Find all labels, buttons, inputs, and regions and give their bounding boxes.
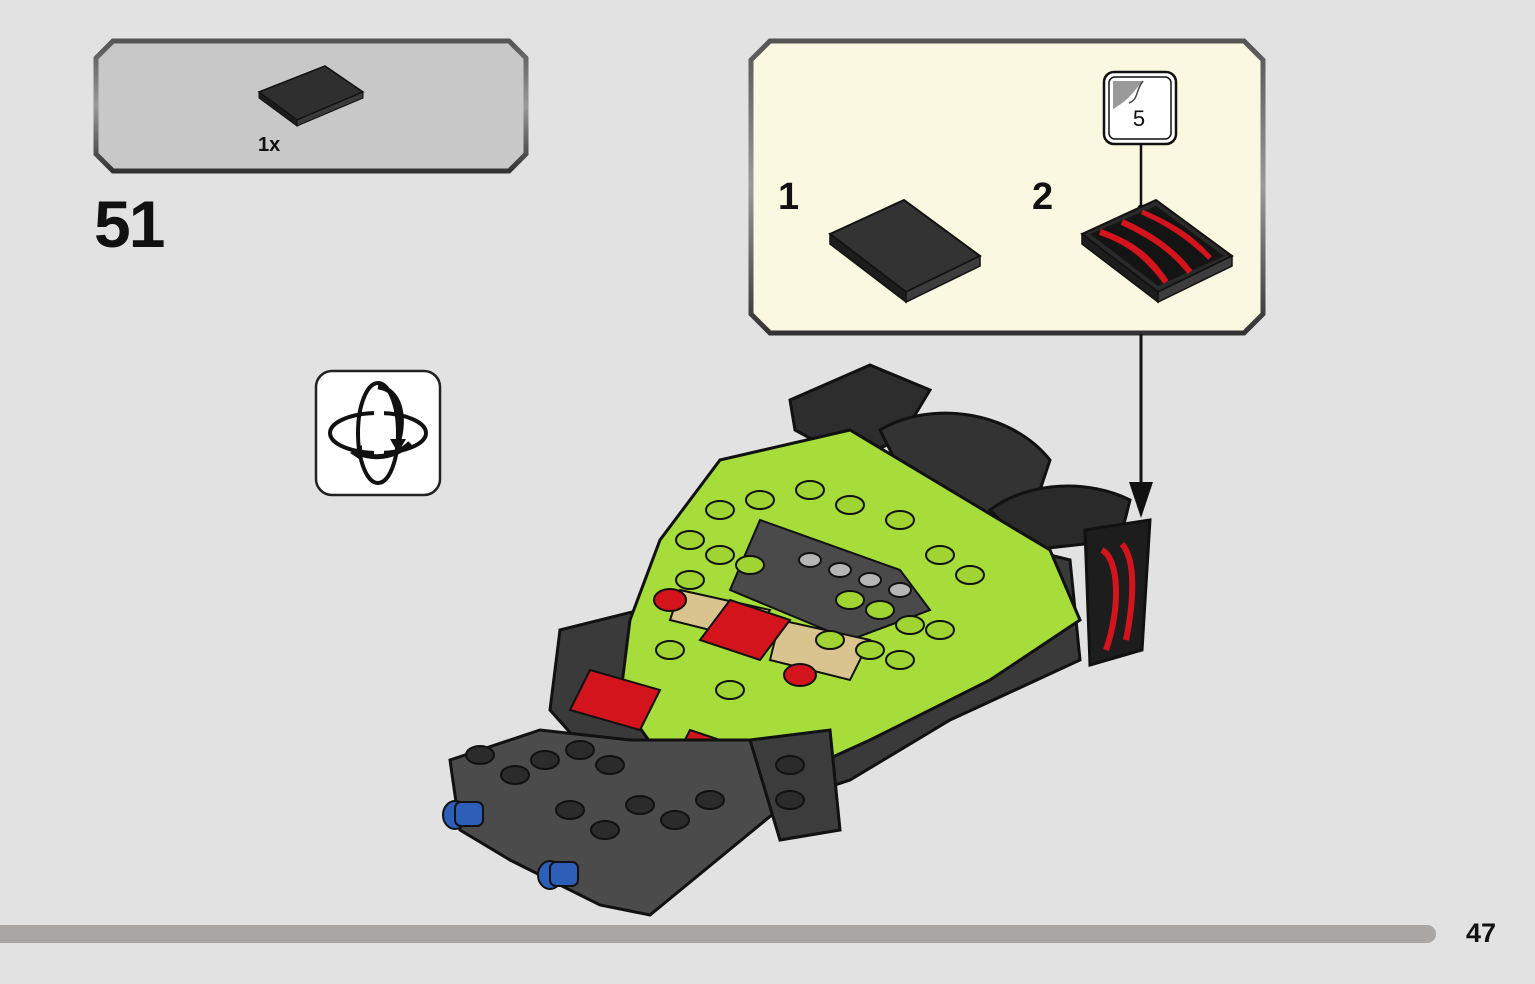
rotate-model-icon	[314, 369, 442, 497]
part-quantity-label: 1x	[258, 134, 281, 156]
substep-number-1: 1	[778, 176, 800, 218]
substep-2-stickered-tile-icon	[1080, 198, 1234, 304]
sticker-number: 5	[1132, 106, 1146, 131]
car-model-illustration	[442, 363, 1152, 917]
step-number: 51	[94, 187, 165, 261]
placement-arrow	[1129, 334, 1153, 518]
sticker-reference-icon	[1102, 70, 1178, 146]
substep-number-2: 2	[1032, 176, 1054, 218]
progress-bar	[0, 925, 1436, 943]
substep-1-tile-icon	[828, 198, 982, 304]
part-tile-icon	[257, 65, 365, 127]
page-number: 47	[1466, 918, 1497, 948]
